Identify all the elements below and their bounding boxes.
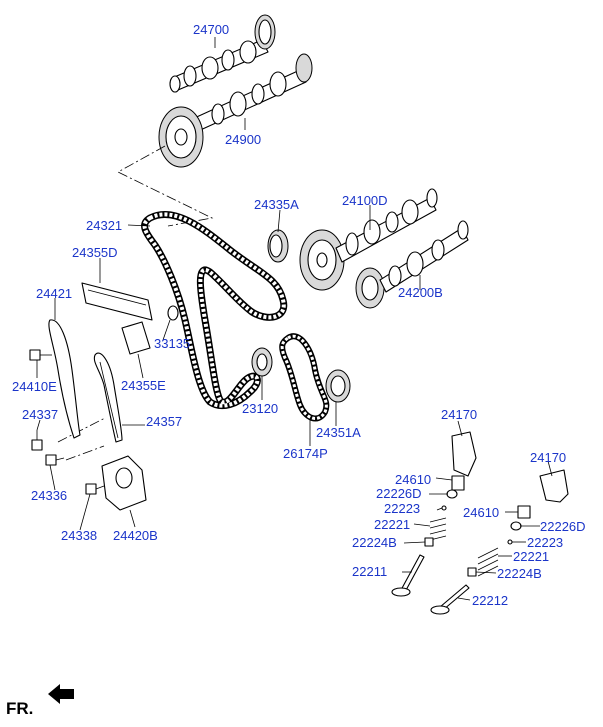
label-24337: 24337 bbox=[22, 407, 58, 422]
label-24421: 24421 bbox=[36, 286, 72, 301]
spring-22221-left bbox=[429, 517, 447, 541]
block-24355E bbox=[121, 321, 151, 355]
label-24357: 24357 bbox=[146, 414, 182, 429]
chain-guide-24421 bbox=[48, 319, 81, 439]
label-22221-right: 22221 bbox=[513, 549, 549, 564]
seal-22224B-left bbox=[424, 537, 434, 547]
label-24336: 24336 bbox=[31, 488, 67, 503]
label-22221-left: 22221 bbox=[374, 517, 410, 532]
label-24355D: 24355D bbox=[72, 245, 118, 260]
label-23120: 23120 bbox=[242, 401, 278, 416]
chain-26174P bbox=[279, 333, 330, 422]
label-24321: 24321 bbox=[86, 218, 122, 233]
label-22226D-right: 22226D bbox=[540, 519, 586, 534]
label-24610-right: 24610 bbox=[463, 505, 499, 520]
label-24355E: 24355E bbox=[121, 378, 166, 393]
label-24610-left: 24610 bbox=[395, 472, 431, 487]
label-24335A: 24335A bbox=[254, 197, 299, 212]
bolt-24338 bbox=[85, 483, 105, 495]
label-24420B: 24420B bbox=[113, 528, 158, 543]
label-22223-left: 22223 bbox=[384, 501, 420, 516]
cotter-22223-right bbox=[507, 539, 513, 545]
camshaft-24700 bbox=[169, 14, 276, 93]
label-24410E: 24410E bbox=[12, 379, 57, 394]
retainer-22226D-right bbox=[510, 521, 522, 531]
label-24900: 24900 bbox=[225, 132, 261, 147]
label-24170-left: 24170 bbox=[441, 407, 477, 422]
label-22212: 22212 bbox=[472, 593, 508, 608]
tensioner-rail-24355D bbox=[81, 282, 153, 321]
label-22224B-right: 22224B bbox=[497, 566, 542, 581]
label-24338: 24338 bbox=[61, 528, 97, 543]
label-22226D-left: 22226D bbox=[376, 486, 422, 501]
camshaft-24200B bbox=[355, 220, 469, 309]
bolt-24410E bbox=[29, 349, 52, 361]
sprocket-24335A bbox=[267, 229, 289, 263]
label-24351A: 24351A bbox=[316, 425, 361, 440]
valve-22211 bbox=[391, 554, 425, 597]
sprocket-23120 bbox=[251, 347, 273, 377]
label-22211: 22211 bbox=[352, 564, 387, 579]
label-22224B-left: 22224B bbox=[352, 535, 397, 550]
label-26174P: 26174P bbox=[283, 446, 328, 461]
front-marker-text: FR. bbox=[6, 699, 33, 718]
washer-33135 bbox=[167, 305, 179, 321]
label-22223-right: 22223 bbox=[527, 535, 563, 550]
label-33135: 33135 bbox=[154, 336, 190, 351]
bolt-24337 bbox=[31, 430, 43, 451]
label-24200B: 24200B bbox=[398, 285, 443, 300]
spring-22221-right bbox=[477, 547, 499, 577]
label-24170-right: 24170 bbox=[530, 450, 566, 465]
tensioner-24420B bbox=[101, 455, 147, 511]
timing-chain-24321 bbox=[141, 210, 288, 410]
sprocket-24351A bbox=[325, 369, 351, 403]
valve-22212 bbox=[430, 584, 470, 615]
seal-22224B-right bbox=[467, 567, 477, 577]
bolt-24336 bbox=[45, 454, 65, 466]
cotter-22223-left bbox=[441, 505, 447, 511]
camshaft-24100D bbox=[299, 188, 438, 291]
front-arrow-icon bbox=[48, 684, 74, 704]
rocker-arm-24170-right bbox=[539, 469, 569, 503]
rocker-arm-24170-left bbox=[451, 431, 477, 477]
lash-adjuster-24610-right bbox=[517, 505, 531, 519]
camshaft-24900 bbox=[158, 53, 313, 168]
chain-guide-24357 bbox=[93, 352, 123, 443]
label-24700: 24700 bbox=[193, 22, 229, 37]
front-marker: FR. bbox=[6, 684, 74, 718]
label-24100D: 24100D bbox=[342, 193, 388, 208]
lash-adjuster-24610-left bbox=[451, 475, 465, 491]
retainer-22226D-left bbox=[446, 489, 458, 499]
